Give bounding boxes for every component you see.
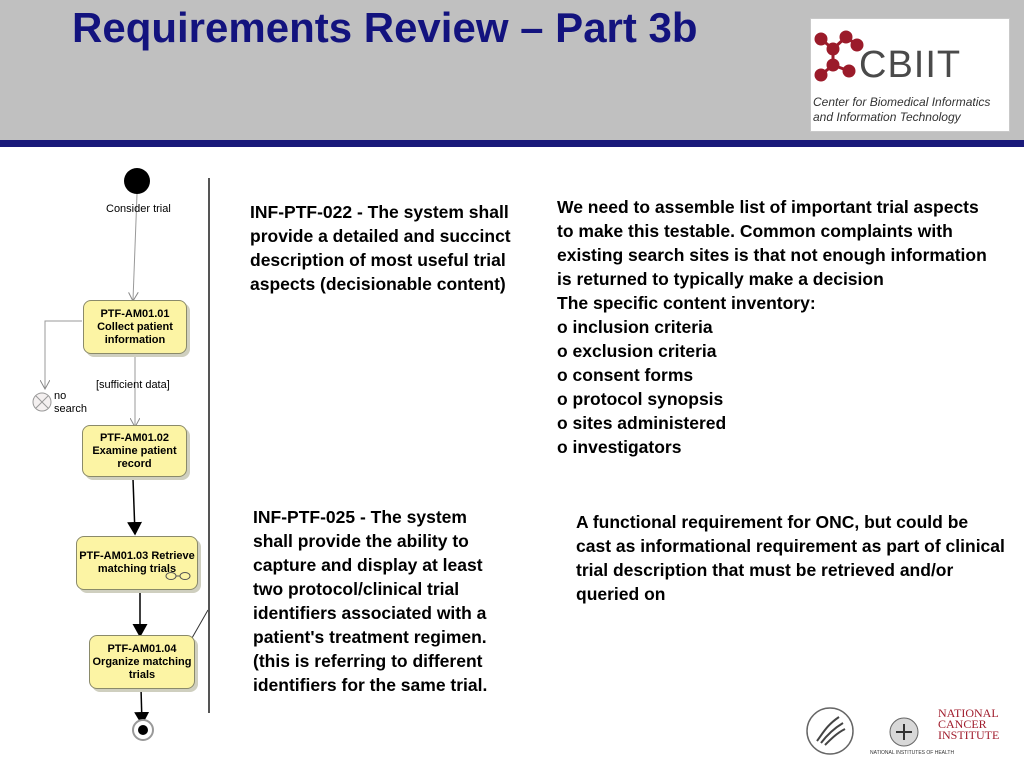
- nci-line1: NATIONAL: [938, 706, 999, 720]
- note-line: to make this testable. Common complaints…: [557, 221, 953, 241]
- node-text: Collect patient: [97, 320, 173, 333]
- start-label: Consider trial: [106, 203, 171, 215]
- node-id: PTF-AM01.04: [107, 642, 177, 655]
- logo-subtitle-line2: and Information Technology: [813, 110, 961, 124]
- inventory-item: o consent forms: [557, 365, 694, 385]
- activity-diagram: Consider trial PTF-AM01.01 Collect patie…: [0, 150, 240, 760]
- guard-label: [sufficient data]: [96, 379, 170, 391]
- note-line: We need to assemble list of important tr…: [557, 197, 979, 217]
- node-text: record: [117, 457, 152, 470]
- inventory-item: o exclusion criteria: [557, 341, 717, 361]
- nci-logo: NATIONAL CANCER INSTITUTE: [938, 706, 1000, 742]
- activity-node-organize: PTF-AM01.04 Organize matching trials: [89, 635, 195, 689]
- content-inventory-note: We need to assemble list of important tr…: [557, 195, 1024, 459]
- cbiit-logo: CBIIT Center for Biomedical Informatics …: [810, 18, 1010, 132]
- no-search-line1: no: [54, 390, 67, 402]
- nih-text: NATIONAL INSTITUTES OF HEALTH: [870, 750, 955, 756]
- header-rule: [0, 140, 1024, 147]
- hhs-eagle-logo: [806, 707, 854, 755]
- node-id: PTF-AM01.03 Retrieve: [79, 550, 195, 562]
- onc-requirement-note: A functional requirement for ONC, but co…: [576, 512, 1005, 604]
- vertical-divider: [208, 178, 210, 713]
- activity-node-collect: PTF-AM01.01 Collect patient information: [83, 300, 187, 354]
- inventory-item: o sites administered: [557, 413, 727, 433]
- node-text: Organize matching: [92, 655, 192, 668]
- footer-logos: NATIONAL INSTITUTES OF HEALTH NATIONAL C…: [800, 700, 1020, 762]
- subactivity-icon: [165, 572, 191, 580]
- note-line: existing search sites is that not enough…: [557, 245, 987, 265]
- logo-subtitle: Center for Biomedical Informatics and In…: [813, 95, 1009, 125]
- inventory-item: o inclusion criteria: [557, 317, 713, 337]
- node-text: Examine patient: [92, 444, 177, 457]
- activity-node-examine: PTF-AM01.02 Examine patient record: [82, 425, 187, 477]
- no-search-label: no search: [54, 390, 87, 416]
- logo-name: CBIIT: [859, 44, 962, 86]
- nih-logo: NATIONAL INSTITUTES OF HEALTH: [870, 700, 954, 762]
- inventory-item: o investigators: [557, 437, 682, 457]
- activity-node-retrieve: PTF-AM01.03 Retrieve matching trials: [76, 536, 198, 590]
- node-id: PTF-AM01.01: [100, 307, 170, 320]
- start-node: [124, 168, 150, 194]
- slide-title: Requirements Review – Part 3b: [72, 4, 698, 51]
- inventory-item: o protocol synopsis: [557, 389, 724, 409]
- nih-seal-icon: [889, 717, 919, 747]
- node-id: PTF-AM01.02: [99, 431, 170, 444]
- note-line: The specific content inventory:: [557, 293, 816, 313]
- note-line: is returned to typically make a decision: [557, 269, 884, 289]
- nci-line3: INSTITUTE: [938, 728, 1000, 742]
- no-search-line2: search: [54, 403, 88, 415]
- node-text: information: [104, 333, 166, 346]
- nci-line2: CANCER: [938, 717, 987, 731]
- requirement-025: INF-PTF-025 - The system shall provide t…: [253, 507, 488, 695]
- diagram-connectors: [32, 168, 209, 741]
- molecule-icon: [814, 30, 864, 82]
- logo-subtitle-line1: Center for Biomedical Informatics: [813, 95, 991, 109]
- requirement-022: INF-PTF-022 - The system shall provide a…: [250, 202, 511, 294]
- node-text: matching trials: [97, 563, 177, 575]
- node-text: trials: [128, 668, 156, 681]
